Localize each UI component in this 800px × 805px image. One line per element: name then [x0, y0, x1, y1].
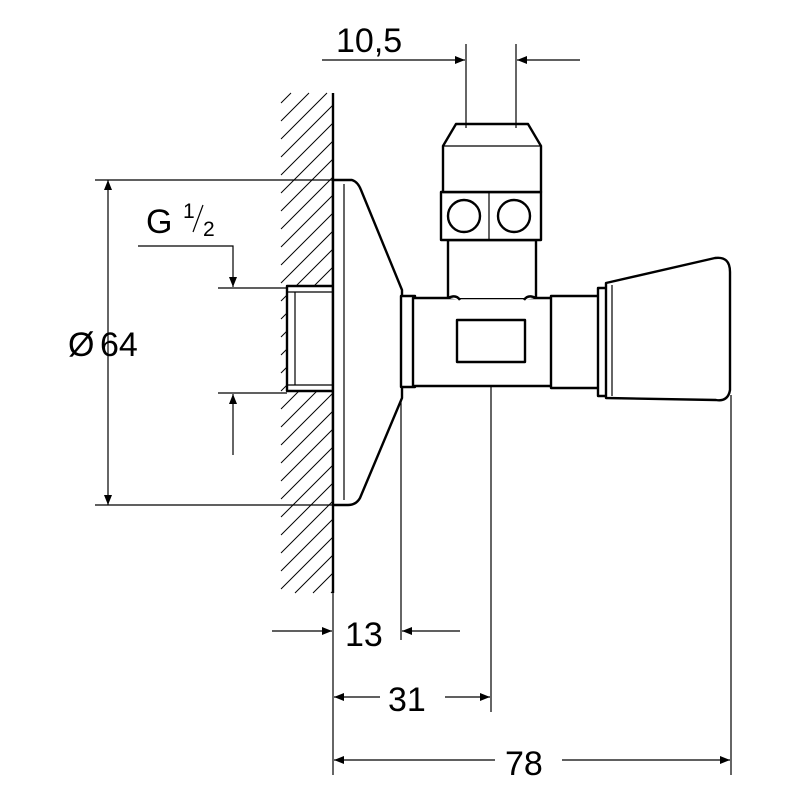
- diameter-value: 64: [100, 326, 138, 364]
- thread-stub: [285, 284, 335, 393]
- thread-prefix: G: [146, 203, 172, 241]
- hatch-line: [280, 194, 334, 248]
- hatch-line: [280, 212, 334, 266]
- dimension-thread: [138, 245, 237, 455]
- hatch-line: [330, 590, 334, 594]
- hatch-line: [280, 410, 334, 464]
- escutcheon-rosette: [331, 178, 417, 507]
- hatch-line: [280, 392, 334, 446]
- hatch-line: [280, 104, 334, 158]
- hatch-line: [280, 518, 334, 572]
- label-diameter: Ø 64: [68, 326, 138, 364]
- hatch-line: [280, 176, 334, 230]
- hatch-line: [280, 446, 334, 500]
- thread-numerator: 1: [183, 200, 195, 223]
- hatch-line: [280, 122, 334, 176]
- hatch-line: [280, 92, 328, 140]
- hatch-line: [280, 140, 334, 194]
- valve-handle: [549, 256, 732, 402]
- thread-denominator: 2: [203, 218, 215, 241]
- diameter-symbol: Ø: [68, 326, 94, 364]
- hatch-line: [280, 230, 334, 284]
- label-dim-top: 10,5: [336, 22, 402, 60]
- label-dim-13: 13: [345, 616, 383, 654]
- hatch-line: [280, 500, 334, 554]
- hatch-line: [280, 482, 334, 536]
- label-thread: G 1 2: [146, 200, 215, 241]
- top-nut: [439, 44, 543, 242]
- hatch-line: [280, 428, 334, 482]
- label-dim-31: 31: [388, 681, 426, 719]
- hatch-line: [280, 158, 334, 212]
- hatch-line: [294, 554, 334, 594]
- valve-body: [411, 238, 555, 388]
- label-dim-78: 78: [505, 745, 543, 783]
- hatch-line: [280, 92, 310, 122]
- extension-lines: [95, 179, 732, 775]
- hatch-line: [280, 536, 334, 590]
- hatch-line: [280, 92, 292, 104]
- hatch-line: [280, 464, 334, 518]
- hatch-line: [312, 572, 334, 594]
